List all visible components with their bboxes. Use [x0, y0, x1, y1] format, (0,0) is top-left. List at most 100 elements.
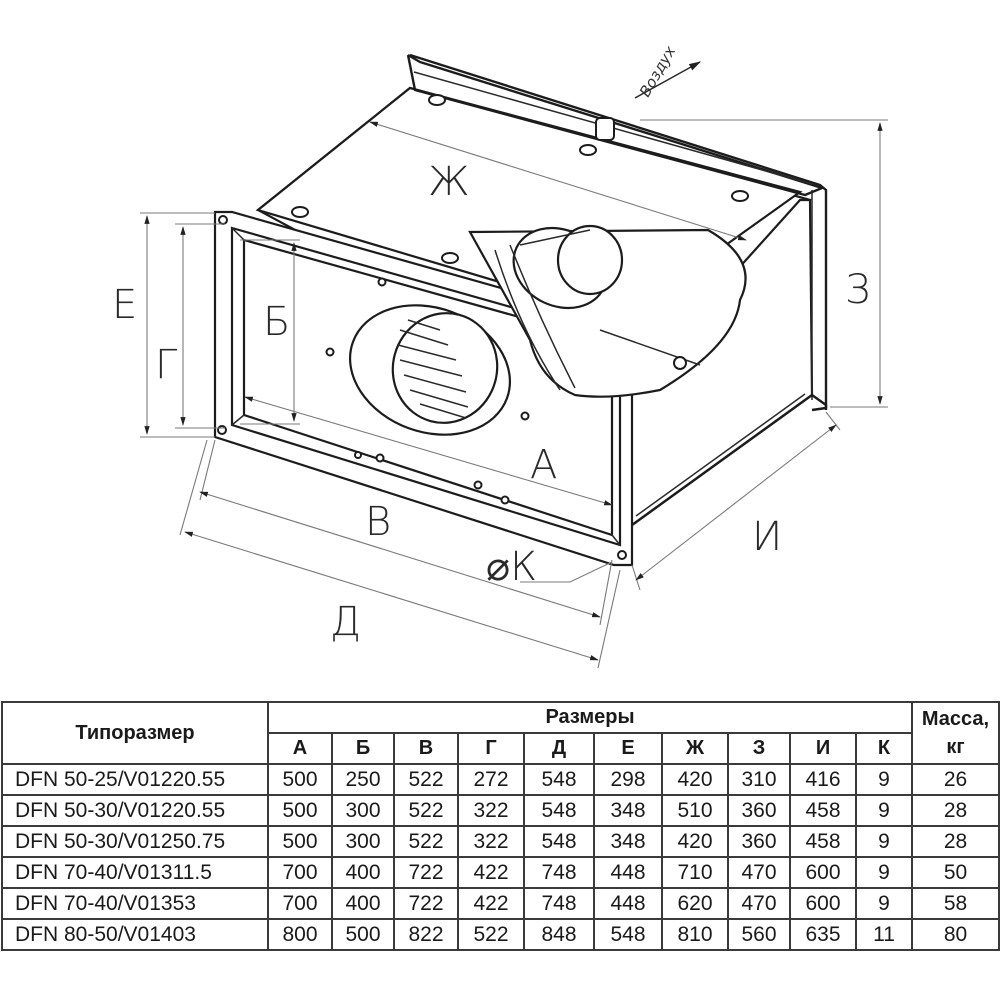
dim-label-v: В	[365, 499, 391, 545]
dimension-cell: 422	[457, 856, 525, 889]
dim-label-a: А	[530, 442, 557, 488]
dimension-cell: 300	[331, 794, 395, 827]
dim-label-b: Б	[263, 299, 290, 345]
dimension-cell: 420	[661, 763, 729, 796]
dimension-cell: 300	[331, 825, 395, 858]
mass-cell: 50	[911, 856, 1000, 889]
mass-cell: 28	[911, 794, 1000, 827]
dimension-cell: 360	[727, 825, 791, 858]
dimension-cell: 9	[854, 856, 914, 889]
dimension-cell: 700	[267, 856, 333, 889]
dimension-cell: 800	[267, 918, 333, 951]
column-header: В	[393, 732, 459, 765]
dimension-cell: 416	[789, 763, 857, 796]
dimension-cell: 548	[523, 794, 595, 827]
dimension-cell: 748	[523, 887, 595, 920]
dimension-cell: 722	[393, 887, 459, 920]
dimension-cell: 420	[661, 825, 729, 858]
dimension-cell: 548	[593, 918, 663, 951]
dimension-cell: 348	[593, 825, 663, 858]
mass-cell: 58	[911, 887, 1000, 920]
dimension-cell: 422	[457, 887, 525, 920]
column-header: И	[789, 732, 857, 765]
column-header: Д	[523, 732, 595, 765]
dimension-cell: 360	[727, 794, 791, 827]
dimension-cell: 500	[267, 763, 333, 796]
header-dimensions: Размеры	[266, 701, 914, 734]
dimension-cell: 522	[393, 794, 459, 827]
dimension-cell: 635	[789, 918, 857, 951]
dimension-cell: 272	[457, 763, 525, 796]
dimension-cell: 522	[457, 918, 525, 951]
dimension-cell: 700	[267, 887, 333, 920]
column-header: А	[267, 732, 333, 765]
fan-dimension-drawing: Е Г Б Ж З А В Д И ⌀К Воздух	[112, 43, 888, 669]
column-header: З	[727, 732, 791, 765]
dim-label-zh: Ж	[428, 159, 470, 205]
dimension-cell: 310	[727, 763, 791, 796]
dimension-cell: 298	[593, 763, 663, 796]
model-name-cell: DFN 50-25/V01220.55	[1, 763, 269, 796]
dimension-cell: 400	[331, 887, 395, 920]
dimension-cell: 710	[661, 856, 729, 889]
header-type: Типоразмер	[1, 701, 269, 765]
dimension-cell: 448	[593, 887, 663, 920]
dimension-cell: 470	[727, 856, 791, 889]
dimension-cell: 822	[393, 918, 459, 951]
fan-housing	[213, 53, 828, 567]
dim-label-i: И	[752, 514, 782, 560]
column-header: К	[854, 732, 914, 765]
dimension-cell: 500	[267, 794, 333, 827]
dimension-cell: 9	[854, 763, 914, 796]
model-name-cell: DFN 70-40/V01311.5	[1, 856, 269, 889]
dim-label-e: Е	[112, 282, 137, 328]
dimension-cell: 522	[393, 763, 459, 796]
dimension-cell: 470	[727, 887, 791, 920]
dimension-cell: 458	[789, 825, 857, 858]
dimension-cell: 9	[854, 825, 914, 858]
column-header: Б	[331, 732, 395, 765]
air-direction-label: Воздух	[636, 43, 679, 100]
dimension-cell: 810	[661, 918, 729, 951]
model-name-cell: DFN 50-30/V01250.75	[1, 825, 269, 858]
dim-label-k: ⌀К	[486, 544, 537, 590]
dim-label-g: Г	[155, 342, 178, 388]
mass-cell: 26	[911, 763, 1000, 796]
dimension-cell: 322	[457, 794, 525, 827]
dimension-cell: 400	[331, 856, 395, 889]
dimension-cell: 348	[593, 794, 663, 827]
dimension-cell: 9	[854, 794, 914, 827]
dimension-cell: 848	[523, 918, 595, 951]
dimension-cell: 500	[267, 825, 333, 858]
mass-cell: 80	[911, 918, 1000, 951]
column-header: Е	[593, 732, 663, 765]
mass-cell: 28	[911, 825, 1000, 858]
dimension-cell: 322	[457, 825, 525, 858]
dimension-cell: 548	[523, 825, 595, 858]
dimension-cell: 620	[661, 887, 729, 920]
header-mass: Масса, кг	[911, 701, 1000, 765]
dim-label-d: Д	[330, 599, 361, 645]
dimension-cell: 9	[854, 887, 914, 920]
column-header: Ж	[661, 732, 729, 765]
dim-label-z: З	[845, 267, 870, 313]
dimension-cell: 600	[789, 856, 857, 889]
dimension-cell: 722	[393, 856, 459, 889]
dimension-cell: 500	[331, 918, 395, 951]
dimension-cell: 458	[789, 794, 857, 827]
dimension-cell: 548	[523, 763, 595, 796]
dimension-cell: 522	[393, 825, 459, 858]
dimension-cell: 510	[661, 794, 729, 827]
dimension-cell: 748	[523, 856, 595, 889]
dimension-cell: 250	[331, 763, 395, 796]
model-name-cell: DFN 80-50/V01403	[1, 918, 269, 951]
dimension-cell: 600	[789, 887, 857, 920]
dimension-cell: 560	[727, 918, 791, 951]
